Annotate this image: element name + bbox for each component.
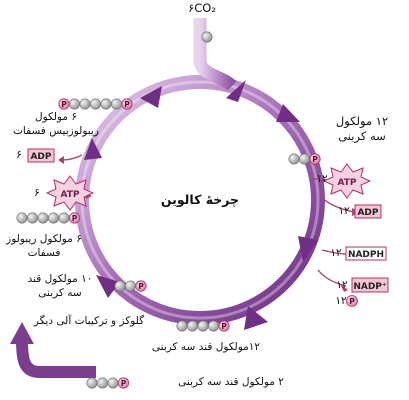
co2-inflow-arrow <box>193 18 246 102</box>
label-ribulose-phosphate: ۶ مولکول ریبولوز فسفات <box>6 233 82 259</box>
adp-right-box: ADP <box>354 204 382 219</box>
phosphate-label: P <box>121 379 127 388</box>
cycle-name: چرخهٔ کالوین <box>160 192 240 207</box>
carbon-ball <box>107 377 119 389</box>
carbon-ball <box>125 280 137 292</box>
label-three-carbon-12: ۱۲ مولکول سه کربنی <box>335 114 389 143</box>
nadph-box: NADPH <box>345 246 387 261</box>
label-ribulose-bisphosphate: ۶ مولکول ریبولوزبیس فسفات <box>13 111 99 137</box>
adp-release-arrow <box>61 154 83 161</box>
phosphate-label: P <box>61 100 67 109</box>
arrowhead-bottom <box>244 306 268 330</box>
carbon-ball <box>100 98 112 110</box>
phosphate-ball <box>68 212 81 224</box>
arrowhead-bottom-left <box>96 275 120 298</box>
phosphate-label: P <box>138 282 144 291</box>
nadph-use-arrow <box>321 249 347 255</box>
num-twelve-nadph: ۱۲ <box>330 247 342 259</box>
carbon-ball <box>176 320 188 332</box>
adp12-release-arrow <box>319 195 355 213</box>
two-sugar-chain: P <box>86 377 130 389</box>
three-carbon-chain-top: P <box>288 153 321 165</box>
phosphate-ball <box>117 377 130 389</box>
carbon-ball <box>47 212 59 224</box>
num-six-atp: ۶ <box>34 187 40 199</box>
adp-left-tag: ADP <box>30 152 51 162</box>
phosphate-ball <box>309 153 321 165</box>
carbon-ball <box>16 212 28 224</box>
arrowhead-left <box>84 138 102 160</box>
p-release-tag: P <box>349 297 355 306</box>
nadp-box: NADP⁺ <box>351 277 389 293</box>
nadph-tag: NADPH <box>348 250 384 260</box>
phosphate-label: P <box>221 322 227 331</box>
num-six-adp: ۶ <box>16 149 22 161</box>
label-sugar-12: ۱۲مولکول قند سه کربنی <box>151 341 261 353</box>
arrowhead-right <box>298 236 318 262</box>
phosphate-label: P <box>72 214 78 223</box>
carbon-ball <box>79 98 91 110</box>
atp-left-tag: ATP <box>60 190 79 200</box>
co2-molecule <box>201 31 213 43</box>
adp-right-tag: ADP <box>357 208 378 218</box>
carbon-ball <box>58 212 70 224</box>
carbon-ball <box>114 280 126 292</box>
label-glucose: گلوکز و ترکیبات آلی دیگر <box>33 315 145 327</box>
co2-label: ۶CO₂ <box>188 1 216 15</box>
ring-arrowheads <box>84 86 318 330</box>
num-twelve-nadp: ۱۲ <box>336 279 348 291</box>
p-release-circle: P <box>346 295 358 307</box>
carbon-ball <box>26 212 38 224</box>
arrowhead-top-left <box>140 86 162 108</box>
carbon-ball <box>69 98 81 110</box>
ribulose-phosphate-chain: P <box>16 212 81 224</box>
num-twelve-atp: ۱۲ <box>316 173 328 185</box>
atp-star-left: ATP <box>45 175 95 211</box>
carbon-ball <box>111 98 123 110</box>
carbon-ball <box>298 153 310 165</box>
carbon-ball <box>37 212 49 224</box>
phosphate-ball <box>121 98 133 110</box>
phosphate-label: P <box>312 155 318 164</box>
phosphate-label: P <box>124 100 130 109</box>
nadp-tag: NADP⁺ <box>353 282 387 292</box>
atp-star-right: ATP <box>322 163 372 199</box>
num-twelve-p: ۱۲ <box>335 295 347 307</box>
num-twelve-adp: ۱۲ <box>338 205 350 217</box>
label-sugar-2: ۲ مولکول قند سه کربنی <box>178 376 284 388</box>
carbon-ball <box>288 153 300 165</box>
carbon-ball <box>90 98 102 110</box>
ten-sugar-chain: P <box>114 280 147 292</box>
carbon-ball <box>86 377 98 389</box>
carbon-ball <box>201 31 213 43</box>
nadp-release-arrow <box>317 269 347 287</box>
label-sugar-10: ۱۰ مولکول قند سه کربنی <box>27 273 93 299</box>
arrowhead-top-right <box>276 104 300 122</box>
twelve-sugar-chain: P <box>176 320 230 332</box>
carbon-ball <box>187 320 199 332</box>
carbon-ball <box>208 320 220 332</box>
glucose-outflow-arrow <box>10 322 96 378</box>
atp-right-tag: ATP <box>337 178 356 188</box>
phosphate-ball <box>135 280 147 292</box>
adp-left-box: ADP <box>27 148 55 163</box>
carbon-ball <box>197 320 209 332</box>
phosphate-ball <box>218 320 230 332</box>
carbon-ball <box>97 377 109 389</box>
